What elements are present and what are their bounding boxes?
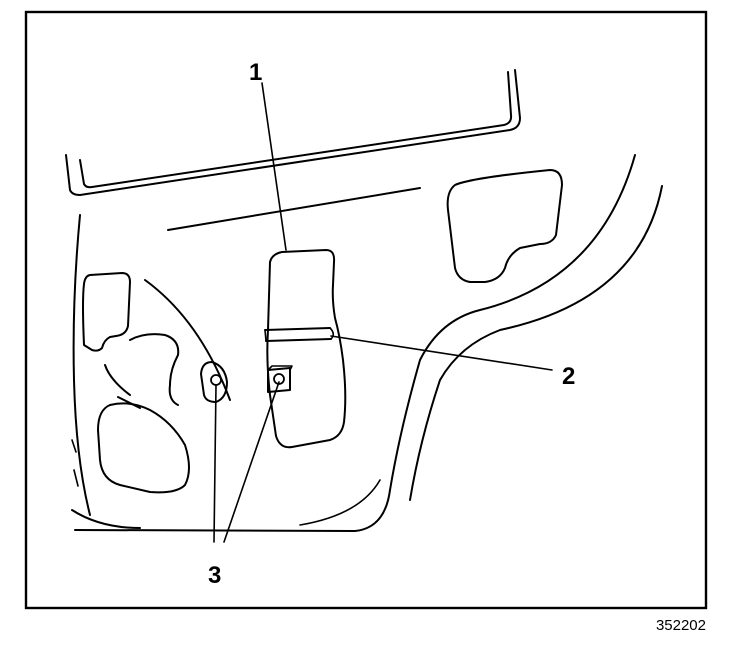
left-edge-details [71, 439, 79, 487]
fastener-square [267, 365, 293, 393]
panel-strap [264, 327, 335, 342]
leader-line-3a [213, 384, 217, 543]
leader-line-1 [261, 82, 287, 251]
trim-line [167, 187, 421, 231]
leader-line-2 [330, 335, 553, 371]
lower-left-opening [97, 402, 190, 494]
door-body-outline [71, 154, 663, 532]
figure-id-label: 352202 [656, 617, 706, 634]
callout-label-1: 1 [249, 59, 262, 86]
callout-label-2: 2 [562, 363, 575, 390]
callout-label-3: 3 [208, 562, 221, 589]
window-frame [65, 69, 521, 196]
upper-right-opening [446, 169, 563, 283]
figure-frame [24, 10, 708, 610]
inner-panel-contour [104, 279, 231, 409]
access-cover-panel [266, 249, 347, 449]
left-upper-opening [82, 272, 131, 352]
leader-line-3b [223, 381, 280, 543]
leader-lines [213, 82, 553, 543]
